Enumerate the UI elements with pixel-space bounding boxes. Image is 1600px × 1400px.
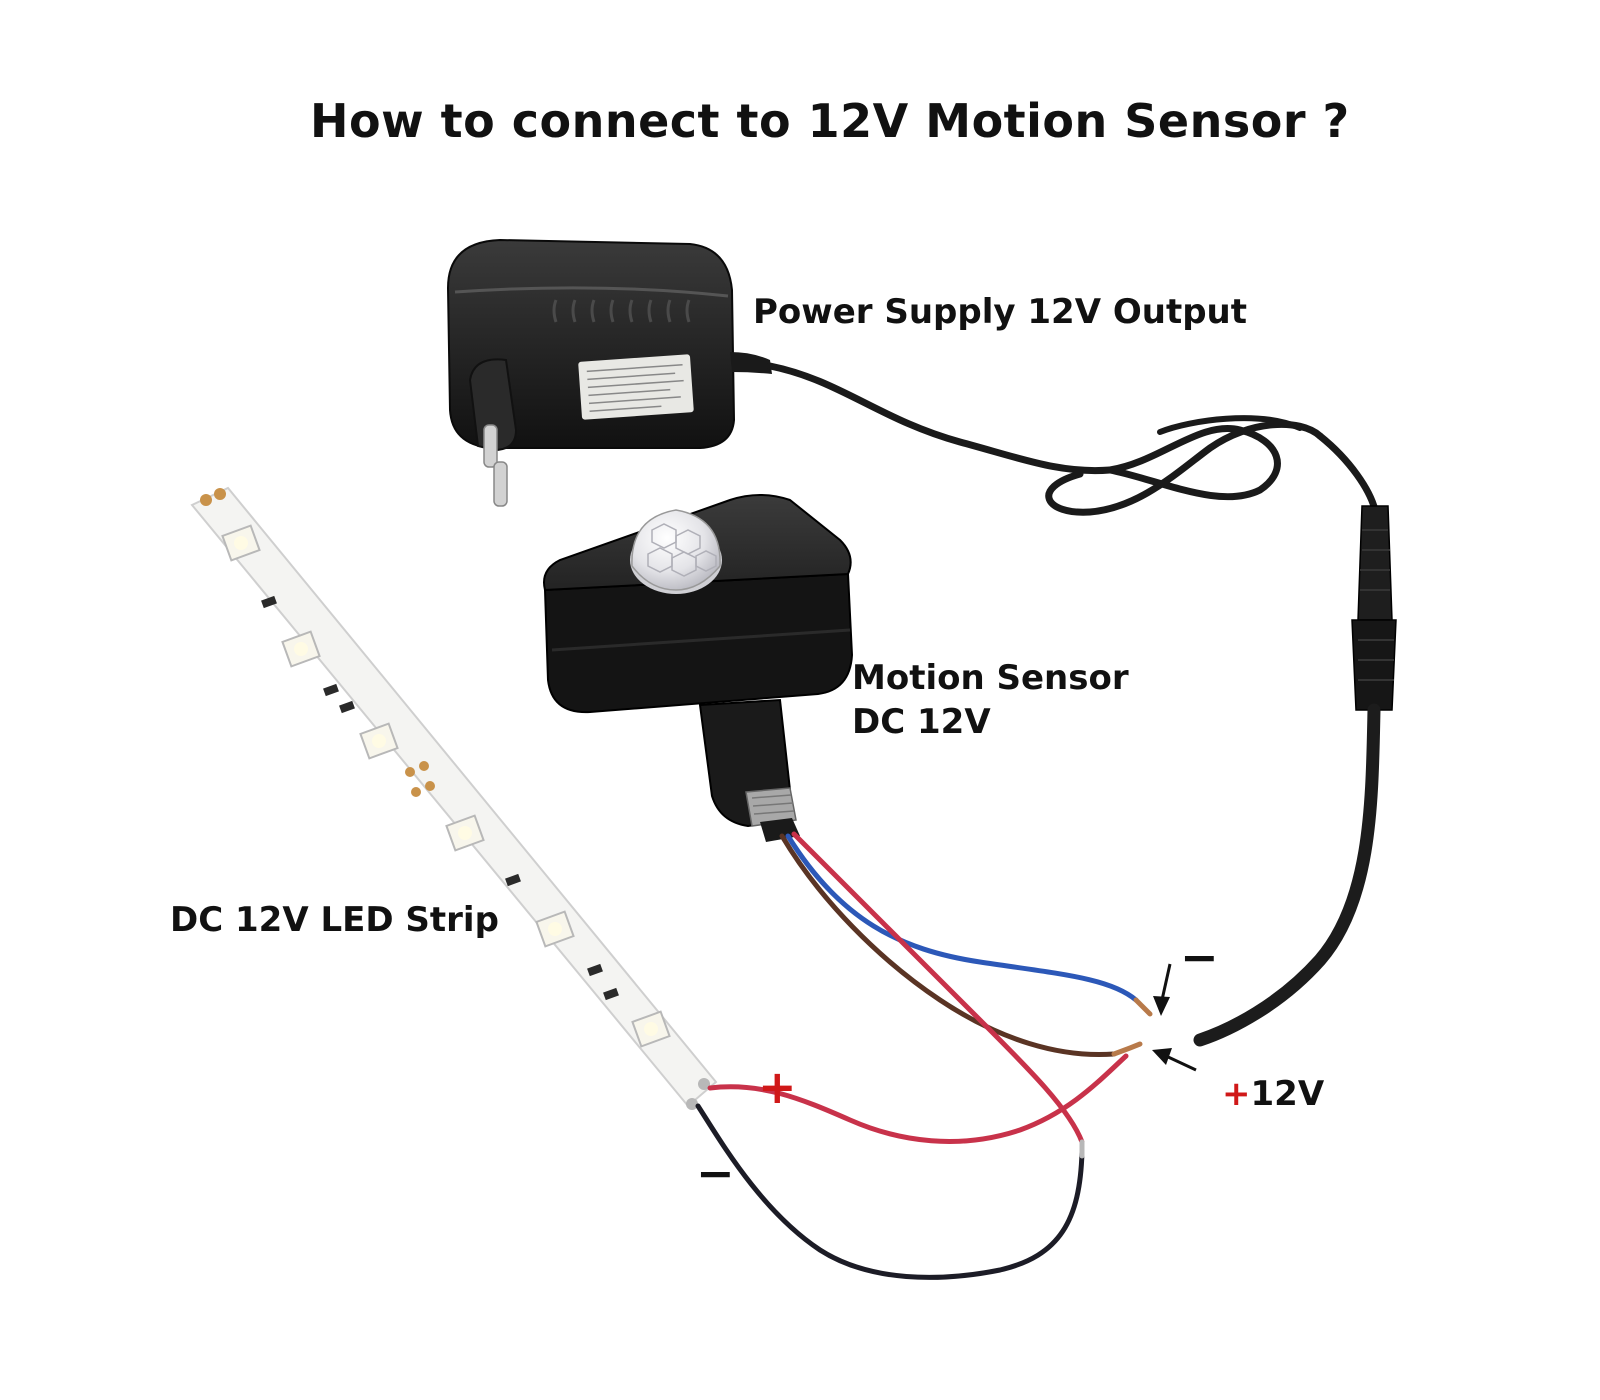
led-strip (190, 486, 718, 1110)
plus-12v-text: 12V (1250, 1074, 1325, 1114)
wire-red-sensor (791, 831, 1085, 1145)
label-motion-sensor: Motion Sensor DC 12V (852, 656, 1129, 744)
arrow-plus12v (1152, 1048, 1197, 1072)
wire-brown (779, 833, 1117, 1058)
adapter-vents (552, 299, 691, 323)
power-adapter (446, 238, 772, 507)
arrow-minus (1153, 963, 1172, 1016)
wires (695, 831, 1153, 1280)
page-title: How to connect to 12V Motion Sensor ? (310, 94, 1350, 148)
led-chips (221, 524, 671, 1048)
dc-connector (1351, 505, 1397, 711)
minus-strip-symbol: − (696, 1146, 735, 1200)
resistors (261, 595, 619, 1001)
adapter-plug-pins (483, 424, 508, 507)
label-motion-sensor-line2: DC 12V (852, 702, 991, 742)
label-plus-12v: +12V (1222, 1072, 1324, 1116)
plus-12v-sign: + (1222, 1074, 1251, 1114)
minus-supply-symbol: − (1180, 930, 1219, 984)
adapter-label-sticker (578, 354, 694, 420)
motion-sensor (543, 494, 854, 842)
wire-blue (785, 833, 1139, 1003)
supply-lead-cable (1193, 703, 1381, 1047)
plus-strip-symbol: + (758, 1060, 797, 1114)
wire-black-strip (695, 1103, 1085, 1280)
label-power-supply: Power Supply 12V Output (753, 292, 1247, 332)
wire-red-strip (707, 1053, 1129, 1144)
power-cable (766, 362, 1379, 516)
label-motion-sensor-line1: Motion Sensor (852, 658, 1129, 698)
cable-gland (745, 787, 800, 842)
pir-dome (630, 509, 722, 594)
label-led-strip: DC 12V LED Strip (170, 900, 499, 940)
